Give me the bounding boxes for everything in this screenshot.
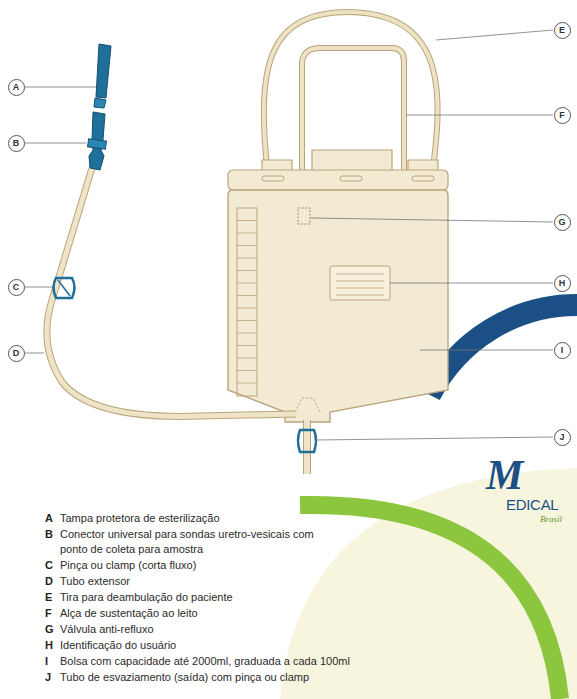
graduation-mark [237, 370, 257, 371]
legend-description: Pinça ou clamp (corta fluxo) [60, 558, 196, 573]
callout-letter: E [559, 26, 565, 35]
graduation-mark [237, 383, 257, 384]
cap-rim [94, 98, 106, 108]
callout-circle: B [8, 135, 25, 152]
graduation-mark [237, 220, 257, 221]
graduation-mark [237, 358, 257, 359]
graduation-mark [237, 283, 257, 284]
callout-letter: C [13, 283, 20, 292]
leader-line [25, 353, 44, 354]
callout-letter: G [558, 218, 565, 227]
legend-letter: A [45, 511, 53, 526]
legend-description: Tubo extensor [60, 574, 130, 589]
graduation-mark [237, 245, 257, 246]
leader-line [406, 115, 553, 116]
legend-letter: I [45, 654, 48, 669]
leader-line [25, 87, 96, 88]
graduation-mark [237, 320, 257, 321]
id-line [336, 281, 384, 282]
outlet-outline [303, 420, 311, 474]
graduation-mark [237, 258, 257, 259]
hanger-hooks [262, 150, 438, 172]
outlet-tube [304, 420, 310, 474]
id-line [336, 288, 384, 289]
leader-line [25, 143, 86, 144]
legend-description: Conector universal para sondas uretro-ve… [60, 527, 322, 557]
id-line [336, 274, 384, 275]
leader-line [420, 350, 553, 351]
callout-letter: B [13, 139, 20, 148]
callout-circle: C [8, 279, 25, 296]
legend-description: Alça de sustentação ao leito [60, 606, 198, 621]
graduation-scale [237, 208, 257, 396]
legend-description: Bolsa com capacidade até 2000ml, graduad… [60, 654, 350, 669]
callout-circle: I [554, 342, 571, 359]
legend-description: Tampa protetora de esterilização [60, 511, 220, 526]
legend-letter: B [45, 527, 53, 542]
logo-text: M [486, 452, 523, 498]
leader-line [311, 218, 553, 222]
callout-circle: E [554, 22, 571, 39]
logo-text: Brasil [540, 514, 562, 525]
graduation-mark [237, 233, 257, 234]
legend-letter: E [45, 590, 52, 605]
leader-line [436, 30, 553, 40]
extension-tube [47, 168, 296, 416]
clamp-detail [58, 280, 70, 296]
callout-letter: H [559, 279, 566, 288]
callout-letter: I [561, 346, 564, 355]
callout-circle: F [554, 107, 571, 124]
legend-description: Válvula anti-refluxo [60, 622, 154, 637]
flow-clamp [54, 278, 75, 298]
legend-letter: J [45, 670, 51, 685]
graduation-marks [237, 221, 257, 384]
callout-letter: A [13, 83, 20, 92]
legend-letter: F [45, 606, 52, 621]
outlet-clamp [298, 430, 316, 452]
logo-text: EDICAL [506, 496, 558, 514]
hanger-bar [228, 170, 448, 190]
bag [228, 190, 448, 422]
leader-line [25, 287, 52, 288]
graduation-mark [237, 345, 257, 346]
legend-letter: H [45, 638, 53, 653]
green-arc [300, 505, 560, 699]
slot [340, 176, 362, 181]
leader-lines [25, 30, 553, 440]
legend-description: Identificação do usuário [60, 638, 176, 653]
callout-circle: A [8, 79, 25, 96]
callout-circle: J [554, 429, 571, 446]
graduation-mark [237, 270, 257, 271]
legend-description: Tira para deambulação do paciente [60, 590, 233, 605]
callout-letter: D [13, 349, 20, 358]
slot [412, 176, 434, 181]
slot [262, 176, 284, 181]
outlet-neck [295, 398, 320, 412]
graduation-mark [237, 295, 257, 296]
tube-outline [47, 168, 296, 416]
graduation-mark [237, 333, 257, 334]
sample-port [88, 139, 107, 149]
leader-line [316, 437, 553, 440]
id-lines [336, 274, 384, 295]
leader-line [390, 283, 553, 284]
callout-circle: D [8, 345, 25, 362]
anti-reflux-valve [298, 208, 310, 224]
legend-description: Tubo de esvaziamento (saída) com pinça o… [60, 670, 309, 685]
graduation-mark [237, 308, 257, 309]
callout-circle: H [554, 275, 571, 292]
legend-letter: D [45, 574, 53, 589]
sterile-cap [96, 44, 111, 98]
id-label [330, 266, 390, 300]
legend-letter: G [45, 622, 54, 637]
callout-letter: J [559, 433, 564, 442]
id-line [336, 295, 384, 296]
callout-circle: G [554, 214, 571, 231]
callout-letter: F [559, 111, 565, 120]
legend-letter: C [45, 558, 53, 573]
